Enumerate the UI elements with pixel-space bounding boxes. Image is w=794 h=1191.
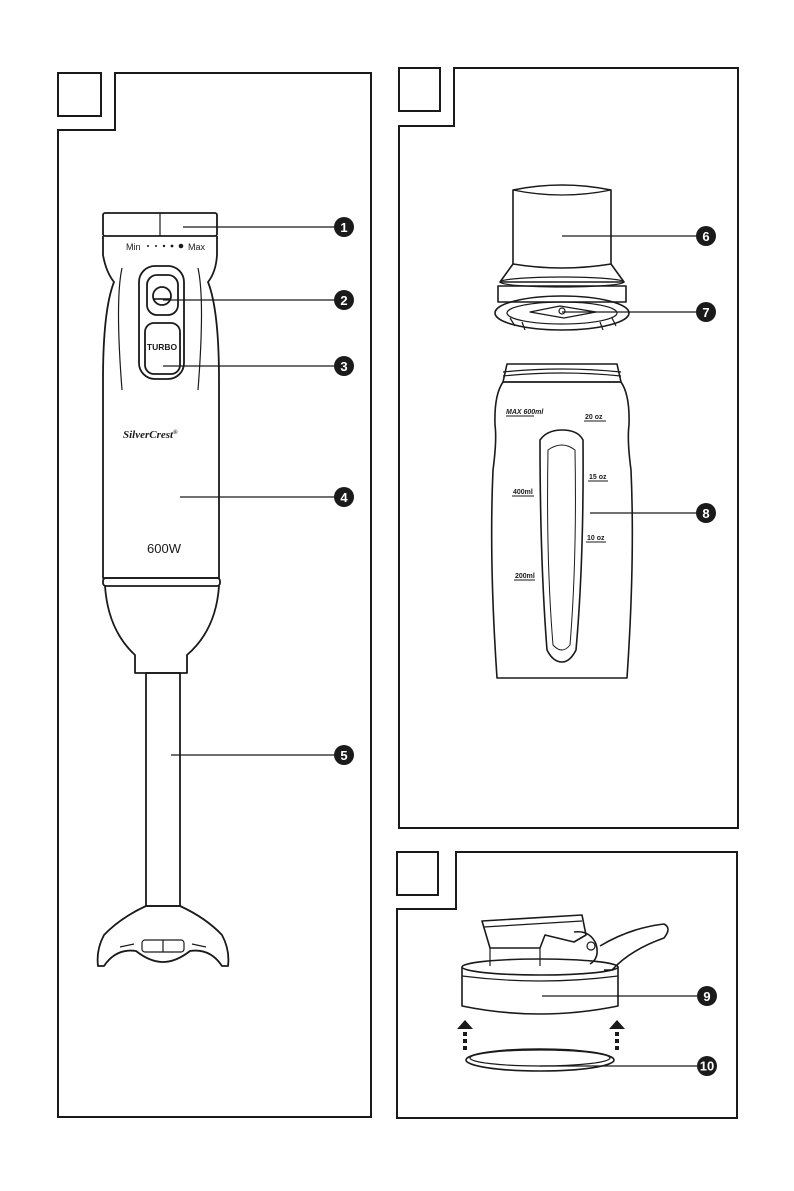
callout-2-number: 2 bbox=[340, 293, 347, 308]
leader-lines bbox=[163, 227, 697, 1066]
callout-4-number: 4 bbox=[340, 490, 348, 505]
callout-6-number: 6 bbox=[702, 229, 709, 244]
hand-blender bbox=[98, 213, 229, 966]
turbo-label: TURBO bbox=[147, 342, 178, 352]
lower-body bbox=[105, 586, 219, 673]
chopper-lid bbox=[495, 185, 629, 330]
panel-a-frame bbox=[58, 73, 371, 1117]
beaker-10oz-mark: 10 oz bbox=[587, 535, 605, 542]
callout-7: 7 bbox=[696, 302, 716, 322]
travel-lid bbox=[462, 915, 668, 1071]
speed-indicator-dots bbox=[147, 244, 183, 249]
beaker-15oz-mark: 15 oz bbox=[589, 474, 607, 481]
callout-10-number: 10 bbox=[700, 1059, 714, 1074]
blade-guard bbox=[98, 906, 229, 966]
brand-trademark: ® bbox=[173, 429, 178, 436]
callout-1-number: 1 bbox=[340, 220, 347, 235]
callout-5: 5 bbox=[334, 745, 354, 765]
panel-c-frame bbox=[397, 852, 737, 1118]
callout-7-number: 7 bbox=[702, 305, 709, 320]
beaker-window bbox=[540, 430, 583, 662]
brand-name: SilverCrest bbox=[123, 429, 174, 441]
power-button-icon bbox=[153, 287, 171, 305]
collar bbox=[103, 578, 220, 586]
callout-10: 10 bbox=[697, 1056, 717, 1076]
callout-9-number: 9 bbox=[703, 989, 710, 1004]
callout-1: 1 bbox=[334, 217, 354, 237]
speed-min-label: Min bbox=[126, 242, 141, 252]
panel-b-frame bbox=[399, 68, 738, 828]
callout-5-number: 5 bbox=[340, 748, 347, 763]
speed-max-label: Max bbox=[188, 242, 206, 252]
power-button bbox=[147, 275, 178, 315]
callout-8-number: 8 bbox=[702, 506, 709, 521]
beaker-400ml-mark: 400ml bbox=[513, 489, 533, 496]
callout-2: 2 bbox=[334, 290, 354, 310]
callout-4: 4 bbox=[334, 487, 354, 507]
callout-3-number: 3 bbox=[340, 359, 347, 374]
blender-shaft bbox=[146, 673, 180, 906]
beaker-max-mark: MAX 600ml bbox=[506, 409, 544, 416]
callout-6: 6 bbox=[696, 226, 716, 246]
brand-logo: SilverCrest® bbox=[123, 429, 178, 441]
callout-8: 8 bbox=[696, 503, 716, 523]
wattage-label: 600W bbox=[147, 541, 182, 556]
assembly-arrows bbox=[457, 1020, 625, 1050]
beaker-200ml-mark: 200ml bbox=[515, 573, 535, 580]
beaker-20oz-mark: 20 oz bbox=[585, 414, 603, 421]
callout-3: 3 bbox=[334, 356, 354, 376]
callout-9: 9 bbox=[697, 986, 717, 1006]
